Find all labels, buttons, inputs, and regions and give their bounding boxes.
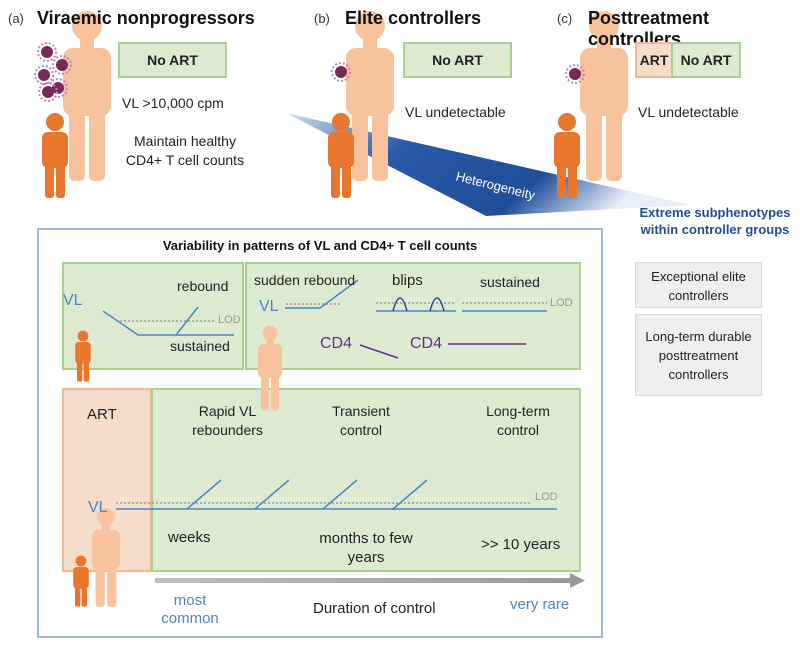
left-sustained-label: sustained (170, 338, 230, 354)
left-vl-decline (102, 310, 139, 336)
art-label: ART (87, 406, 117, 423)
cd4-decline-line (359, 344, 399, 359)
panel-b-no-art-box: No ART (403, 42, 512, 78)
right-adult-figure (258, 325, 282, 411)
panel-a-letter: (a) (8, 11, 24, 26)
weeks-label: weeks (168, 529, 211, 546)
panel-c-vl: VL undetectable (638, 104, 739, 120)
duration-label: Duration of control (313, 600, 436, 617)
most-common-label: most common (161, 592, 219, 627)
bottom-vl-label: VL (88, 499, 108, 516)
rebound-line-1 (186, 479, 222, 510)
panel-c-no-art-box: No ART (671, 42, 741, 78)
right-vl-label: VL (259, 298, 279, 315)
very-rare-label: very rare (510, 596, 570, 613)
sudden-rebound-line (319, 279, 359, 309)
cd4-label-1: CD4 (320, 335, 353, 352)
right-pattern-box (245, 262, 581, 370)
bottom-adult-figure (92, 508, 120, 607)
left-child-figure (75, 330, 91, 382)
years-label: >> 10 years (481, 536, 561, 553)
transient-control-label: Transient control (332, 403, 390, 438)
panel-b-title: Elite controllers (345, 8, 482, 28)
rebound-line-2 (254, 479, 290, 510)
right-lod-label: LOD (550, 297, 573, 309)
left-rebound-label: rebound (177, 278, 229, 294)
left-vl-label: VL (63, 292, 83, 309)
duration-arrow-head (570, 573, 585, 588)
sudden-rebound-label: sudden rebound (254, 272, 356, 288)
blip-1 (392, 297, 408, 312)
right-sustained-label: sustained (480, 274, 540, 290)
panel-a-title: Viraemic nonprogressors (37, 8, 255, 28)
extreme-title: Extreme subphenotypes within controller … (639, 205, 791, 237)
duration-arrow-shaft (155, 578, 570, 583)
left-rebound-line (175, 306, 199, 336)
variability-title: Variability in patterns of VL and CD4+ T… (162, 238, 478, 253)
cd4-label-2: CD4 (410, 335, 443, 352)
long-term-durable-label: Long-term durable posttreatment controll… (645, 328, 752, 382)
exceptional-elite-box: Exceptional elite controllers (635, 262, 762, 308)
left-pattern-box (62, 262, 244, 370)
blip-2 (429, 297, 445, 312)
panel-a-cd4: Maintain healthy CD4+ T cell counts (125, 133, 245, 168)
left-lod-label: LOD (218, 314, 241, 326)
bottom-lod-label: LOD (535, 491, 558, 503)
blips-label: blips (392, 272, 423, 289)
long-term-control-label: Long-term control (486, 403, 550, 438)
exceptional-elite-label: Exceptional elite controllers (651, 269, 746, 303)
panel-b-vl: VL undetectable (405, 104, 506, 120)
panel-a-vl: VL >10,000 cpm (122, 95, 224, 111)
panel-a-no-art-box: No ART (118, 42, 227, 78)
rebound-line-4 (392, 479, 428, 510)
rapid-rebounders-label: Rapid VL rebounders (192, 403, 263, 438)
panel-b-letter: (b) (314, 11, 330, 26)
bottom-child-figure (73, 555, 89, 607)
months-label: months to few years (319, 530, 413, 566)
variability-frame (37, 228, 603, 638)
long-term-durable-box: Long-term durable posttreatment controll… (635, 314, 762, 396)
panel-c-letter: (c) (557, 11, 573, 26)
rebound-line-3 (322, 479, 358, 510)
bottom-control-box (151, 388, 581, 572)
